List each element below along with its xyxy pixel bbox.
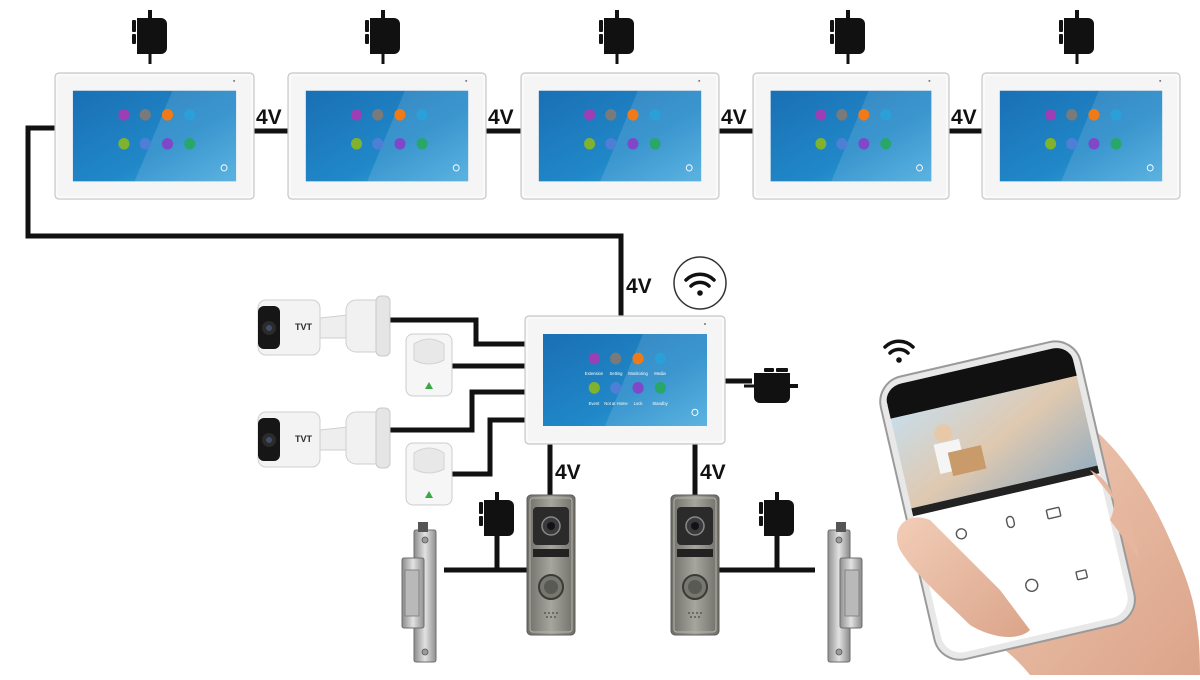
- plug-icon: [1059, 10, 1094, 64]
- wire-labels: 4V 4V 4V 4V 4V 4V 4V: [256, 106, 977, 484]
- plug-icon: [759, 492, 794, 546]
- plug-icon: [744, 368, 798, 403]
- camera-icon[interactable]: [955, 528, 968, 540]
- electric-lock: [401, 521, 437, 663]
- camera1-wire: [388, 317, 525, 347]
- camera2-wire: [388, 389, 525, 433]
- wire-label: 4V: [721, 106, 747, 129]
- mic-icon[interactable]: [1005, 515, 1016, 529]
- wire-label: 4V: [256, 106, 282, 129]
- indoor-monitor: [520, 72, 720, 200]
- camera-brand: TVT: [295, 434, 313, 444]
- menu-label-setting: Setting: [609, 371, 623, 376]
- indoor-monitor: [54, 72, 255, 200]
- monitor-row: [54, 72, 1181, 200]
- switch-icon[interactable]: [1025, 578, 1039, 592]
- wifi-icon: [883, 339, 915, 363]
- motion-sensor: [405, 333, 453, 397]
- indoor-monitor: [981, 72, 1181, 200]
- menu-label-standby: Standby: [652, 401, 668, 406]
- menu-label-lock: Lock: [634, 401, 644, 406]
- main-indoor-monitor: Extension Setting Monitoring Media Event…: [524, 315, 726, 445]
- unlock-icon[interactable]: [1075, 569, 1088, 581]
- wire-label: 4V: [488, 106, 514, 129]
- door-station: [526, 494, 576, 636]
- ip-camera: TVT: [257, 407, 391, 469]
- plug-icon: [830, 10, 865, 64]
- menu-label-monitoring: Monitoring: [628, 371, 648, 376]
- plug-icon: [479, 492, 514, 546]
- thumb: [896, 517, 1030, 637]
- indoor-monitor: [752, 72, 950, 200]
- plug-icon: [599, 10, 634, 64]
- sensor2-wire: [452, 417, 525, 477]
- menu-label-not-at-home: Not at Home: [604, 401, 628, 406]
- indoor-monitor: [287, 72, 487, 200]
- live-video: [890, 375, 1098, 509]
- wire-label: 4V: [555, 461, 581, 484]
- motion-sensor: [405, 442, 453, 506]
- smartphone-app: [879, 339, 1200, 675]
- wire-label: 4V: [700, 461, 726, 484]
- bus-wire-main: [25, 125, 624, 316]
- fingers: [1090, 470, 1140, 560]
- wifi-icon: [673, 256, 727, 310]
- wire-label: 4V: [951, 106, 977, 129]
- wire-label: 4V: [626, 275, 652, 298]
- menu-label-extension: Extension: [585, 371, 604, 376]
- wiring: [25, 125, 982, 573]
- electric-lock: [827, 521, 863, 663]
- ip-camera: TVT: [257, 295, 391, 357]
- camera-brand: TVT: [295, 322, 313, 332]
- plug-icon: [365, 10, 400, 64]
- menu-label-media: Media: [654, 371, 666, 376]
- menu-label-event: Event: [589, 401, 601, 406]
- record-icon[interactable]: [1045, 506, 1062, 520]
- plug-icon: [132, 10, 167, 64]
- door-station: [670, 494, 720, 636]
- monitor-menu-labels: Extension Setting Monitoring Media Event…: [585, 371, 669, 406]
